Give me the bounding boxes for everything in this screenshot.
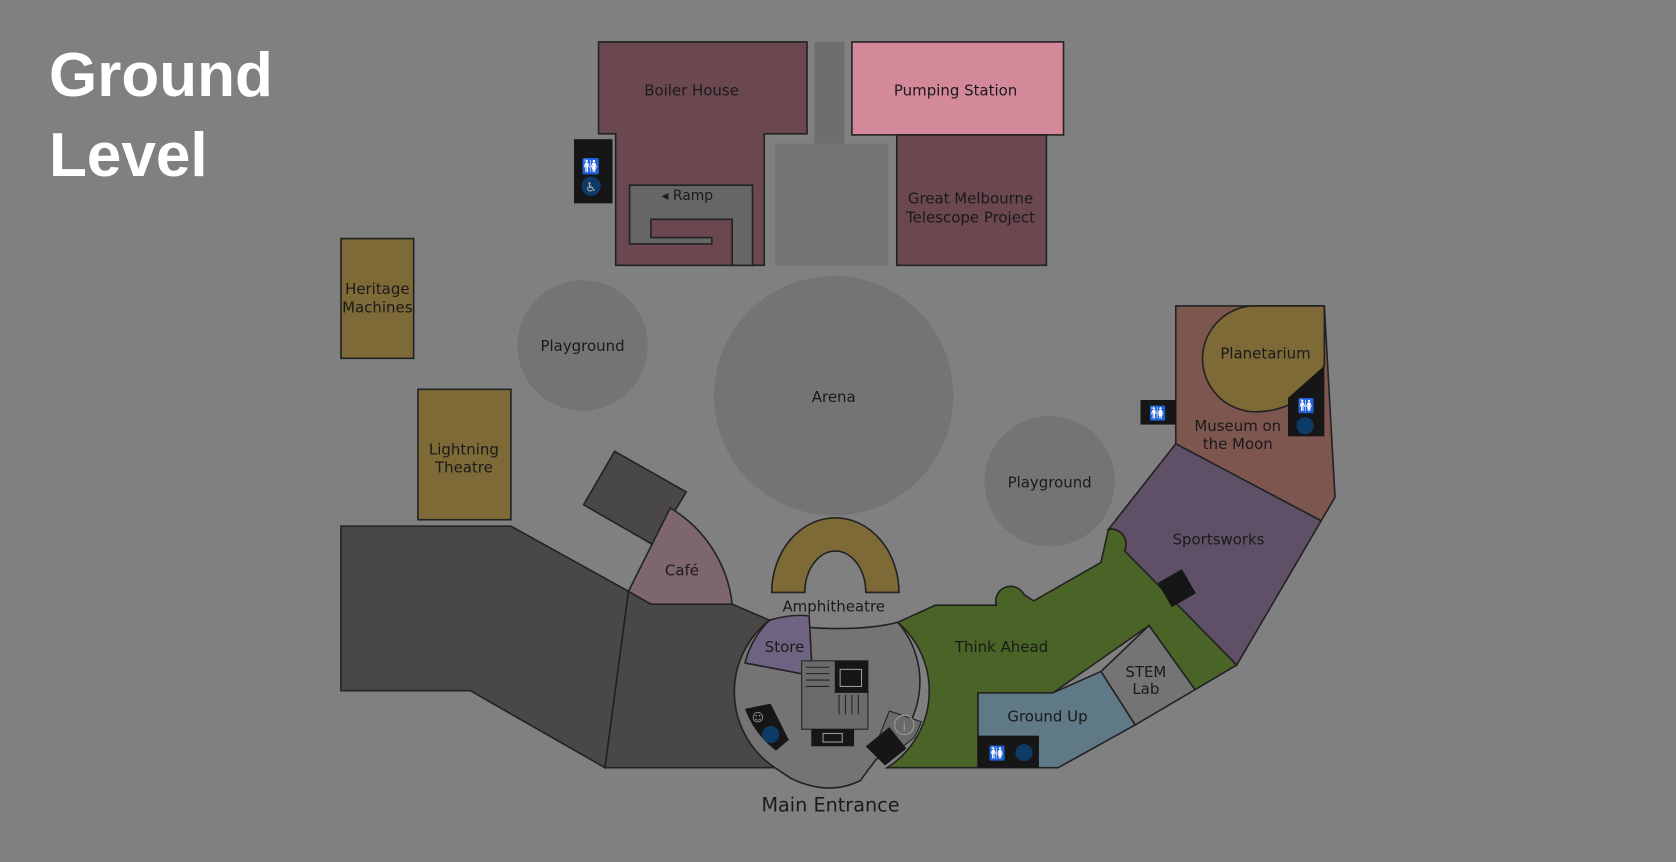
planetarium-label: Planetarium — [1220, 344, 1310, 362]
ramp[interactable]: ◂ Ramp — [628, 184, 754, 267]
toilet-icon: 🚻 — [1149, 405, 1166, 422]
west-wing — [340, 450, 778, 769]
planetarium[interactable]: Planetarium — [1201, 305, 1326, 413]
svg-text:i: i — [902, 719, 906, 734]
toilets-east: 🚻 🚻 — [1140, 365, 1325, 437]
gmtp-label-1: Great Melbourne — [908, 189, 1033, 207]
level-title: Ground Level — [49, 36, 273, 196]
lift-icon-sportsworks — [1157, 569, 1196, 608]
playground-right[interactable]: Playground — [984, 416, 1115, 547]
store-label: Store — [765, 638, 805, 656]
level-title-line2: Level — [49, 121, 208, 190]
lightning-theatre[interactable]: Lightning Theatre — [417, 388, 512, 521]
stem-label-1: STEM — [1125, 663, 1166, 681]
pumping-station-label: Pumping Station — [894, 81, 1017, 99]
lightning-label-2: Theatre — [434, 459, 493, 477]
stairs-lift — [801, 660, 869, 747]
arena[interactable]: Arena — [714, 276, 954, 516]
cafe[interactable]: Café — [627, 506, 734, 605]
main-entrance-label: Main Entrance — [761, 794, 899, 817]
heritage-label-1: Heritage — [345, 280, 409, 298]
heritage-label-2: Machines — [342, 298, 413, 316]
wheelchair-icon: ♿ — [585, 181, 597, 196]
moon-label-1: Museum on — [1194, 417, 1281, 435]
moon-label-2: the Moon — [1203, 435, 1273, 453]
corridor — [814, 41, 845, 144]
playground-right-label: Playground — [1008, 474, 1092, 492]
think-ahead[interactable]: Think Ahead — [884, 528, 1238, 769]
amphitheatre-label: Amphitheatre — [782, 598, 885, 616]
toilet-icon: 🚻 — [989, 745, 1006, 762]
sportsworks-label: Sportsworks — [1173, 530, 1265, 548]
parents-room: ☺ — [745, 703, 789, 751]
playground-left-label: Playground — [540, 337, 624, 355]
toilet-icon: 🚻 — [582, 157, 601, 175]
arena-label: Arena — [812, 388, 856, 406]
accessible-icon — [1296, 417, 1314, 435]
lift-icon — [839, 668, 863, 687]
pumping-station[interactable]: Pumping Station — [851, 41, 1065, 136]
boiler-house-label: Boiler House — [644, 81, 739, 99]
information-desk[interactable]: i — [865, 710, 923, 766]
amphitheatre[interactable]: Amphitheatre — [770, 517, 900, 616]
stem-label-2: Lab — [1132, 680, 1159, 698]
info-icon — [894, 714, 915, 736]
lightning-label-1: Lightning — [429, 441, 499, 459]
stairs-icon — [805, 666, 859, 715]
accessible-icon — [762, 726, 780, 744]
toilet-icon: 🚻 — [1298, 398, 1315, 415]
playground-left[interactable]: Playground — [517, 280, 648, 411]
ground-up-label: Ground Up — [1007, 708, 1087, 726]
cafe-label: Café — [665, 561, 699, 579]
toilets-south: 🚻 — [978, 735, 1039, 768]
store[interactable]: Store — [744, 614, 814, 677]
heritage-machines[interactable]: Heritage Machines — [340, 237, 415, 360]
think-ahead-label: Think Ahead — [954, 638, 1048, 656]
great-melbourne-telescope-project[interactable]: Great Melbourne Telescope Project — [895, 134, 1048, 267]
gmtp-label-2: Telescope Project — [905, 209, 1035, 227]
ticket-icon — [811, 729, 855, 747]
baby-change-icon: ☺ — [752, 711, 764, 725]
ramp-label: ◂ Ramp — [662, 188, 714, 204]
accessible-icon — [1015, 744, 1033, 762]
toilets-north: ♿ 🚻 — [573, 139, 613, 204]
courtyard — [774, 143, 889, 266]
level-title-line1: Ground — [49, 41, 273, 110]
accessible-icon — [581, 176, 601, 196]
